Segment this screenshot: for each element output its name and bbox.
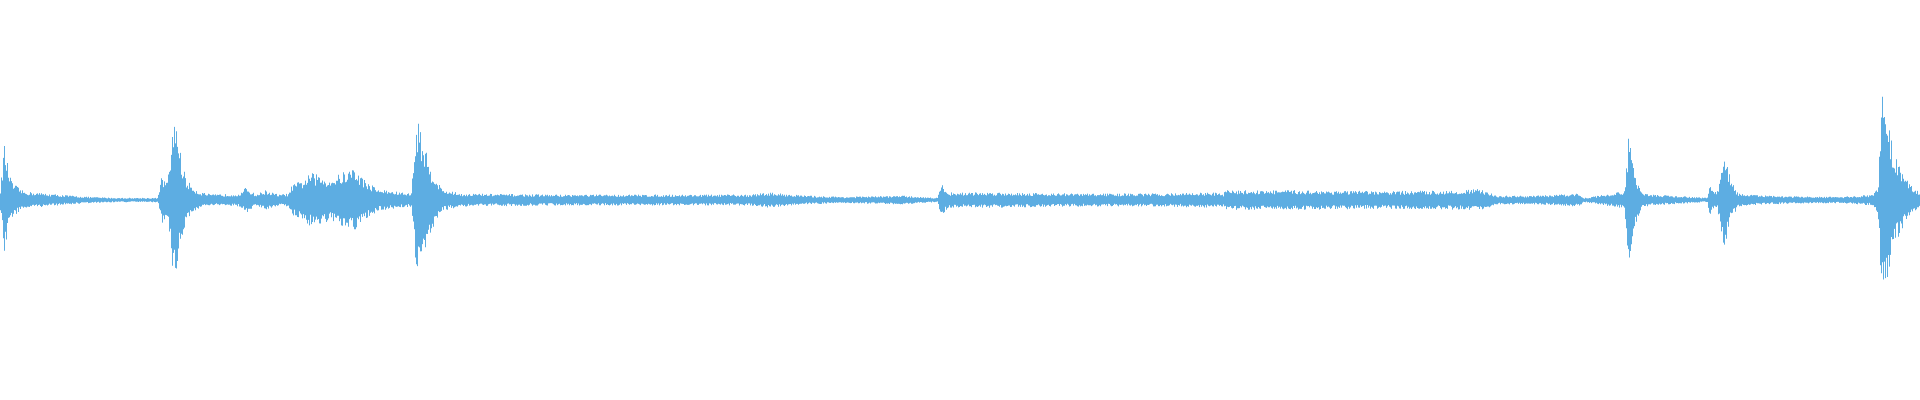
waveform-path <box>0 96 1920 280</box>
waveform-samples <box>0 96 1920 280</box>
